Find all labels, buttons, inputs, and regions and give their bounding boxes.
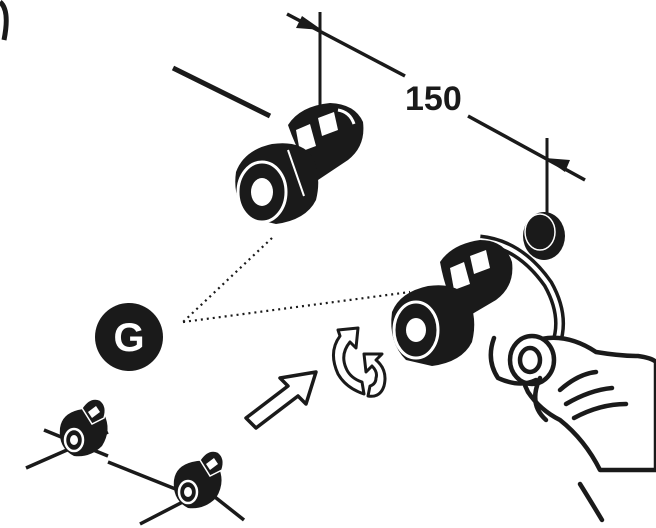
- guide-lines: [182, 237, 411, 324]
- lower-rod-3: [107, 460, 179, 492]
- lower-left-parts: [25, 398, 246, 526]
- right-bore: [406, 318, 426, 342]
- dimension-line-right: [467, 114, 586, 182]
- top-mount: [171, 65, 364, 224]
- dimension-label: 150: [405, 80, 462, 118]
- small-clamp-2: [173, 450, 225, 509]
- step-badge-letter: G: [113, 316, 144, 360]
- push-arrow-icon: [244, 370, 318, 430]
- top-bore: [251, 178, 273, 206]
- right-assembly: [391, 234, 566, 366]
- small-clamp-1: [59, 398, 108, 457]
- edge-circle-fragment: [0, 0, 9, 41]
- end-cap: [523, 212, 565, 260]
- top-rod: [171, 65, 272, 119]
- dimension-150: [286, 12, 586, 222]
- dimension-arrowhead-right: [545, 158, 570, 172]
- hand-icon: [488, 333, 656, 523]
- rotate-arrows-icon: [332, 326, 387, 398]
- step-badge: G: [95, 303, 163, 371]
- dimension-arrowhead-left: [296, 16, 322, 30]
